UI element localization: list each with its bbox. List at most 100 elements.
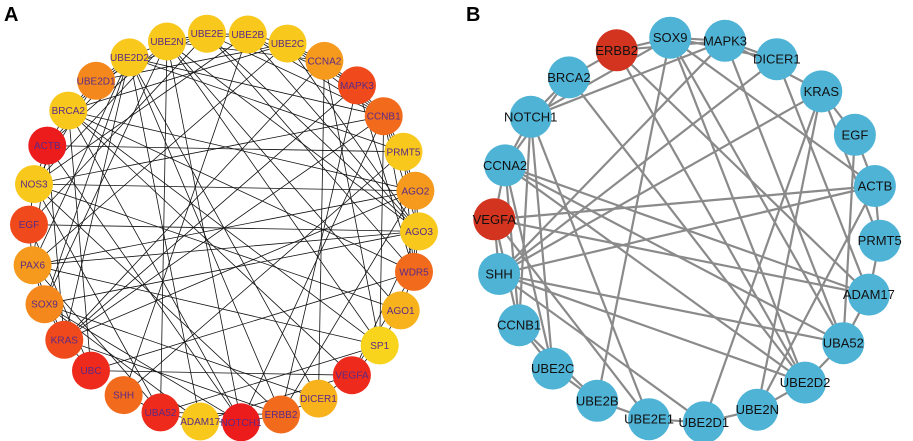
panel-a-letter: A	[4, 4, 18, 26]
edge	[33, 183, 416, 192]
node-actb[interactable]: ACTB	[853, 165, 896, 207]
edge	[166, 41, 242, 423]
node-circle	[400, 212, 438, 251]
edge	[206, 33, 420, 232]
node-label: ADAM17	[180, 417, 220, 428]
node-circle	[364, 97, 403, 136]
node-kras[interactable]: KRAS	[45, 320, 84, 359]
node-circle	[188, 14, 226, 53]
node-ube2b[interactable]: UBE2B	[576, 379, 619, 422]
node-shh[interactable]: SHH	[104, 376, 143, 415]
node-label: SHH	[485, 267, 512, 282]
node-ube2c[interactable]: UBE2C	[268, 24, 307, 63]
edge	[32, 231, 420, 266]
node-circle	[484, 144, 527, 187]
node-label: UBE2E1	[624, 412, 674, 427]
node-ago1[interactable]: AGO1	[381, 291, 420, 330]
node-pax6[interactable]: PAX6	[13, 246, 52, 285]
node-circle	[833, 113, 876, 156]
node-label: CCNB1	[367, 112, 401, 123]
node-ccna2[interactable]: CCNA2	[305, 41, 344, 80]
node-sox9[interactable]: SOX9	[649, 16, 692, 59]
node-ube2e1[interactable]: UBE2E1	[624, 398, 674, 441]
edge	[166, 41, 420, 232]
edge	[498, 90, 822, 275]
node-ube2d2[interactable]: UBE2D2	[780, 361, 831, 404]
node-ube2n[interactable]: UBE2N	[736, 388, 779, 431]
node-circle	[847, 273, 890, 316]
panel-b-letter: B	[466, 4, 480, 26]
node-brca2[interactable]: BRCA2	[49, 91, 88, 130]
node-kras[interactable]: KRAS	[800, 70, 843, 113]
node-ccna2[interactable]: CCNA2	[483, 144, 527, 187]
node-ube2d1[interactable]: UBE2D1	[77, 61, 116, 100]
node-erbb2[interactable]: ERBB2	[595, 29, 638, 72]
node-mapk3[interactable]: MAPK3	[338, 66, 376, 105]
node-label: AGO2	[402, 186, 430, 197]
node-circle	[332, 356, 371, 395]
edge	[33, 115, 384, 185]
edge	[669, 37, 807, 384]
node-label: NOTCH1	[504, 109, 557, 124]
node-uba52[interactable]: UBA52	[822, 322, 865, 365]
node-ccnb1[interactable]: CCNB1	[364, 97, 403, 136]
node-actb[interactable]: ACTB	[28, 126, 67, 165]
edge	[33, 183, 282, 415]
node-label: CCNB1	[497, 318, 541, 333]
node-label: WDR5	[399, 267, 429, 278]
node-ube2n[interactable]: UBE2N	[148, 22, 186, 61]
node-prmt5[interactable]: PRMT5	[384, 132, 423, 171]
node-shh[interactable]: SHH	[478, 253, 521, 295]
node-notch1[interactable]: NOTCH1	[504, 95, 557, 138]
edge	[280, 85, 358, 415]
node-circle	[736, 388, 779, 431]
node-label: UBE2C	[531, 361, 574, 376]
edge	[32, 57, 130, 266]
node-ube2d2[interactable]: UBE2D2	[110, 38, 149, 77]
node-ube2c[interactable]: UBE2C	[531, 347, 574, 390]
node-prmt5[interactable]: PRMT5	[858, 219, 902, 262]
node-ubc[interactable]: UBC	[72, 351, 110, 390]
node-brca2[interactable]: BRCA2	[547, 56, 591, 99]
node-ago3[interactable]: AGO3	[400, 212, 438, 251]
node-label: DICER1	[753, 52, 801, 67]
edge	[247, 34, 358, 86]
node-label: KRAS	[51, 335, 79, 346]
node-uba52[interactable]: UBA52	[141, 393, 180, 432]
edge	[44, 57, 130, 305]
node-vegfa[interactable]: VEGFA	[473, 198, 517, 241]
node-vegfa[interactable]: VEGFA	[332, 356, 371, 395]
edge	[529, 116, 651, 420]
node-ube2e[interactable]: UBE2E	[188, 14, 226, 53]
node-egf[interactable]: EGF	[10, 205, 48, 244]
node-adam17[interactable]: ADAM17	[843, 273, 895, 316]
edge	[493, 218, 650, 420]
node-ago2[interactable]: AGO2	[396, 171, 435, 210]
node-label: UBE2N	[150, 37, 183, 48]
node-ccnb1[interactable]: CCNB1	[497, 304, 541, 347]
node-ube2b[interactable]: UBE2B	[228, 15, 267, 54]
node-dicer1[interactable]: DICER1	[299, 379, 338, 418]
edge	[351, 271, 415, 376]
node-label: CCNA2	[307, 56, 341, 67]
edge	[33, 183, 161, 413]
node-wdr5[interactable]: WDR5	[395, 252, 433, 291]
edge	[568, 76, 806, 384]
node-circle	[509, 95, 552, 138]
node-notch1[interactable]: NOTCH1	[220, 403, 262, 441]
node-label: MAPK3	[340, 81, 374, 92]
node-nos3[interactable]: NOS3	[15, 165, 53, 204]
edge	[44, 303, 319, 399]
node-sp1[interactable]: SP1	[360, 326, 399, 365]
node-egf[interactable]: EGF	[833, 113, 876, 156]
node-mapk3[interactable]: MAPK3	[703, 19, 747, 62]
node-ube2d1[interactable]: UBE2D1	[679, 401, 730, 441]
node-adam17[interactable]: ADAM17	[180, 402, 221, 441]
node-sox9[interactable]: SOX9	[25, 285, 64, 324]
node-label: MAPK3	[703, 33, 747, 48]
node-dicer1[interactable]: DICER1	[753, 38, 801, 81]
node-erbb2[interactable]: ERBB2	[262, 395, 300, 434]
